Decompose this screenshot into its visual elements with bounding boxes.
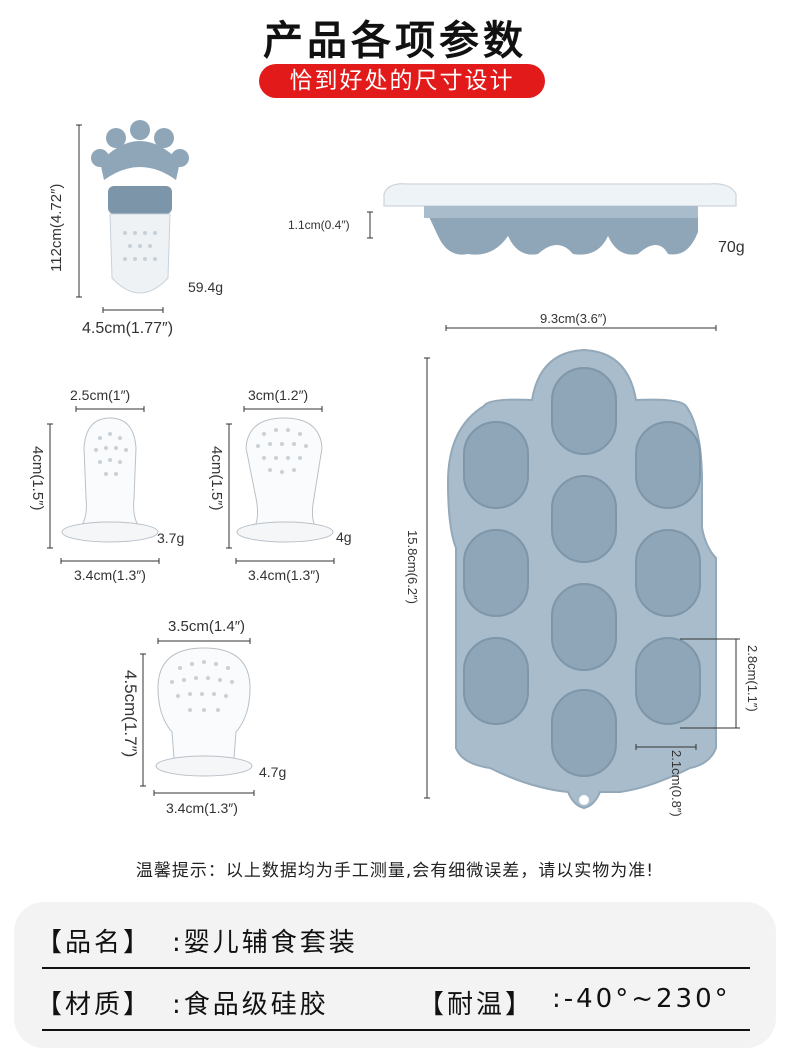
tray-cell [463, 529, 529, 617]
feeder-height-line [76, 124, 82, 298]
tray-cell [551, 367, 617, 455]
feeder-handle-knob [130, 120, 150, 140]
nipple-large-weight-label: 4.7g [259, 764, 287, 780]
spec-divider-bottom [42, 1029, 750, 1031]
feeder-image [91, 120, 189, 294]
feeder-width-label: 4.5cm(1.77″) [82, 320, 174, 337]
nipple-large-height-label: 4.5cm(1.7″) [121, 670, 140, 758]
tray-cell-height-label: 2.8cm(1.1″) [745, 645, 760, 712]
tray-side-height-label: 1.1cm(0.4″) [288, 218, 350, 232]
page-title: 产品各项参数 [263, 18, 527, 64]
nipple-large-base-label: 3.4cm(1.3″) [166, 800, 238, 816]
tray-top-image [446, 348, 717, 810]
tray-cell [463, 421, 529, 509]
nipple-small-base-line [60, 558, 160, 564]
spec-name-label: 【品名】 [36, 928, 153, 958]
nipple-medium-height-label: 4cm(1.5″) [208, 446, 225, 511]
spec-divider [42, 967, 750, 969]
nipple-large-top-line [157, 638, 251, 644]
tray-cell [635, 637, 701, 725]
nipple-small-height-line [47, 423, 53, 549]
nipple-medium-base-line [235, 558, 335, 564]
tray-cell [551, 583, 617, 671]
nipple-medium-weight-label: 4g [336, 529, 352, 545]
spec-name-value: :婴儿辅食套装 [172, 928, 358, 958]
spec-panel [14, 902, 776, 1048]
nipple-large-image [155, 647, 253, 777]
nipple-small-weight-label: 3.7g [157, 530, 185, 546]
nipple-small-top-label: 2.5cm(1″) [70, 387, 131, 403]
nipple-medium-base-label: 3.4cm(1.3″) [248, 567, 320, 583]
tray-cell [551, 689, 617, 777]
tray-cell [635, 421, 701, 509]
spec-material-label: 【材质】 [36, 990, 153, 1020]
nipple-large-height-line [140, 653, 146, 787]
tray-side-height-line [367, 211, 373, 239]
tray-cell [635, 529, 701, 617]
subtitle-badge: 恰到好处的尺寸设计 [259, 64, 545, 98]
nipple-medium-top-label: 3cm(1.2″) [248, 387, 309, 403]
nipple-large-top-label: 3.5cm(1.4″) [168, 618, 245, 635]
tray-side-weight-label: 70g [718, 239, 745, 256]
feeder-weight-label: 59.4g [188, 279, 224, 295]
nipple-small-base-label: 3.4cm(1.3″) [74, 567, 146, 583]
nipple-medium-height-line [226, 423, 232, 549]
nipple-small-height-label: 4cm(1.5″) [29, 446, 46, 511]
spec-material-value: :食品级硅胶 [172, 990, 329, 1020]
tray-width-line [445, 325, 717, 331]
measurement-notice: 温馨提示：以上数据均为手工测量,会有细微误差，请以实物为准! [135, 861, 655, 881]
tray-cell-height-line [680, 638, 740, 729]
feeder-height-label: 112cm(4.72″) [48, 183, 65, 272]
nipple-medium-image [236, 417, 334, 543]
tray-cell-width-line [635, 744, 697, 750]
nipple-small-top-line [75, 406, 145, 412]
spec-temp-label: 【耐温】 [418, 990, 535, 1020]
tray-cell-width-label: 2.1cm(0.8″) [669, 750, 684, 817]
nipple-medium-top-line [243, 406, 323, 412]
nipple-small-image [61, 417, 159, 543]
tray-length-label: 15.8cm(6.2″) [405, 530, 420, 604]
feeder-width-line [102, 307, 164, 313]
nipple-large-base-line [153, 790, 255, 796]
spec-temp-value: :-40°~230° [552, 984, 731, 1014]
tray-width-label: 9.3cm(3.6″) [540, 311, 607, 326]
tray-side-image [383, 183, 737, 255]
tray-cell [551, 475, 617, 563]
tray-length-line [424, 357, 430, 799]
tray-cell [463, 637, 529, 725]
feeder-mesh-bag [109, 213, 171, 294]
